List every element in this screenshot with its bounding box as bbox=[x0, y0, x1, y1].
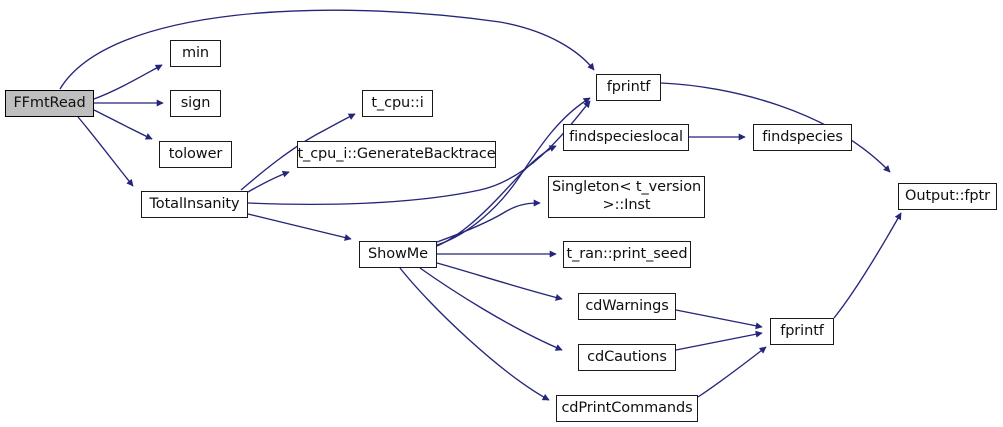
edge-ffmtread-to-fprintf_top bbox=[59, 9, 595, 90]
node-showme[interactable]: ShowMe bbox=[359, 241, 437, 268]
node-sign[interactable]: sign bbox=[170, 90, 221, 117]
node-findspecieslocal[interactable]: findspecieslocal bbox=[563, 124, 689, 151]
node-tolower[interactable]: tolower bbox=[159, 141, 232, 168]
node-genbacktrace[interactable]: t_cpu_i::GenerateBacktrace bbox=[297, 141, 496, 168]
edge-showme-to-cdprintcommands bbox=[399, 267, 550, 401]
node-findspecies[interactable]: findspecies bbox=[753, 124, 852, 151]
node-outputfptr[interactable]: Output::fptr bbox=[898, 183, 997, 210]
edge-showme-to-cdwarnings bbox=[436, 262, 563, 301]
edge-ffmtread-to-totalinsanity bbox=[77, 116, 134, 187]
node-printseed[interactable]: t_ran::print_seed bbox=[563, 241, 691, 268]
edge-ffmtread-to-tolower bbox=[93, 109, 153, 140]
node-tcpui[interactable]: t_cpu::i bbox=[362, 90, 433, 117]
edge-fprintf_bot-to-outputfptr bbox=[833, 212, 902, 319]
node-cdwarnings[interactable]: cdWarnings bbox=[578, 293, 676, 320]
node-fprintf_top[interactable]: fprintf bbox=[596, 74, 661, 101]
node-singleton[interactable]: Singleton< t_version >::Inst bbox=[548, 176, 705, 218]
node-ffmtread[interactable]: FFmtRead bbox=[5, 90, 94, 117]
edge-cdwarnings-to-fprintf_bot bbox=[675, 309, 763, 330]
edge-showme-to-fprintf_top bbox=[436, 97, 591, 246]
edge-showme-to-cdcautions bbox=[419, 267, 563, 351]
node-cdprintcommands[interactable]: cdPrintCommands bbox=[556, 395, 698, 422]
node-min[interactable]: min bbox=[170, 40, 221, 67]
node-fprintf_bot[interactable]: fprintf bbox=[770, 318, 834, 345]
edge-totalinsanity-to-genbacktrace bbox=[247, 170, 290, 193]
node-cdcautions[interactable]: cdCautions bbox=[578, 344, 676, 371]
edge-showme-to-singleton bbox=[436, 199, 541, 243]
edge-ffmtread-to-min bbox=[93, 64, 163, 100]
edge-totalinsanity-to-showme bbox=[247, 213, 352, 241]
edge-cdcautions-to-fprintf_bot bbox=[675, 330, 763, 351]
edge-cdprintcommands-to-fprintf_bot bbox=[697, 346, 767, 398]
node-totalinsanity[interactable]: TotalInsanity bbox=[141, 191, 248, 218]
